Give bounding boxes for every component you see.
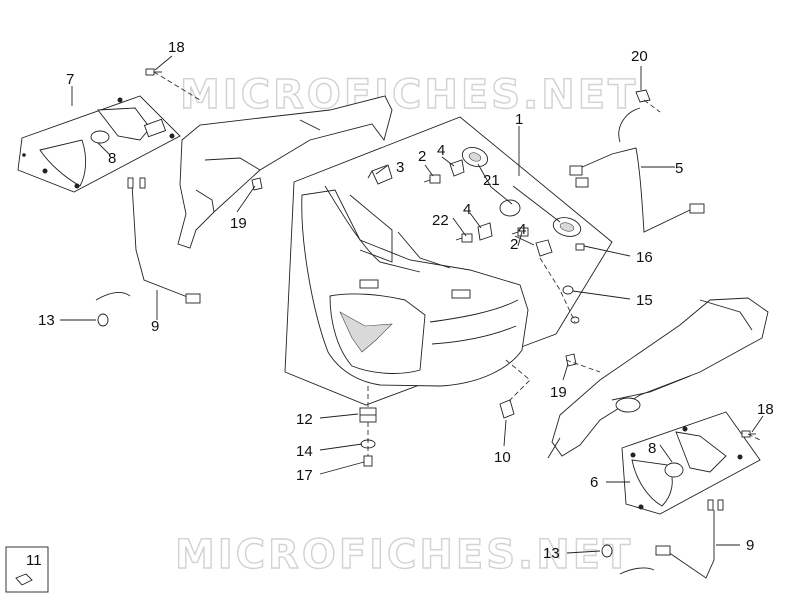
washer-unlabeled xyxy=(570,316,580,324)
cable-tie-13-left xyxy=(95,292,131,327)
callout-19-left: 19 xyxy=(230,215,247,232)
callout-18-lower: 18 xyxy=(757,401,774,418)
watermark-top: MICROFICHES.NET xyxy=(180,72,638,118)
grommet-21-lower xyxy=(499,199,582,237)
left-turn-signal-assembly xyxy=(17,95,181,193)
nut-20 xyxy=(635,89,651,103)
bushing-12 xyxy=(359,407,377,423)
callout-18-upper: 18 xyxy=(168,39,185,56)
screw-2-upper xyxy=(423,174,441,184)
callout-20: 20 xyxy=(631,48,648,65)
callout-5: 5 xyxy=(675,160,683,177)
clip-10 xyxy=(499,399,515,419)
callout-4-upper: 4 xyxy=(437,142,445,159)
callout-16: 16 xyxy=(636,249,653,266)
callout-14: 14 xyxy=(296,443,313,460)
callout-10: 10 xyxy=(494,449,511,466)
grommet-21-upper xyxy=(461,146,489,168)
watermark-bottom: MICROFICHES.NET xyxy=(175,532,633,578)
callout-11: 11 xyxy=(26,552,42,569)
callout-4-lower: 4 xyxy=(518,221,526,238)
callout-4-middle: 4 xyxy=(463,201,471,218)
callout-8-right: 8 xyxy=(648,440,656,457)
cable-9-right xyxy=(655,499,724,579)
screw-16 xyxy=(575,243,585,251)
callout-labels: 18 7 8 1 3 2 4 21 5 20 19 22 4 4 2 16 15… xyxy=(26,39,774,569)
callout-8-left: 8 xyxy=(108,150,116,167)
callout-19-right: 19 xyxy=(550,384,567,401)
right-turn-signal-assembly xyxy=(621,411,761,515)
callout-7: 7 xyxy=(66,71,74,88)
callout-9-right: 9 xyxy=(746,537,754,554)
callout-9-left: 9 xyxy=(151,318,159,335)
callout-15: 15 xyxy=(636,292,653,309)
callout-12: 12 xyxy=(296,411,313,428)
left-fairing-bracket xyxy=(177,95,393,249)
leader-lines xyxy=(60,55,764,554)
cable-9-left xyxy=(127,177,201,304)
right-fairing-bracket xyxy=(547,297,769,459)
cable-tie-13-right xyxy=(601,544,655,575)
screw-18-lower xyxy=(741,430,756,438)
assembly-dash-lines xyxy=(153,71,761,456)
headlight-assembly xyxy=(284,116,613,406)
inset-box-11 xyxy=(5,546,49,593)
clip-4-middle xyxy=(477,222,493,241)
callout-13-left: 13 xyxy=(38,312,55,329)
callout-6: 6 xyxy=(590,474,598,491)
screw-22 xyxy=(455,233,473,243)
callout-2-lower: 2 xyxy=(510,236,518,253)
callout-21: 21 xyxy=(483,172,500,189)
callout-22: 22 xyxy=(432,212,449,229)
wiring-harness-5 xyxy=(569,147,705,233)
clip-4-upper xyxy=(449,159,465,177)
callout-13-right: 13 xyxy=(543,545,560,562)
callout-1: 1 xyxy=(515,111,523,128)
clip-4-lower xyxy=(535,239,553,257)
screw-2-lower xyxy=(511,227,529,237)
bracket-curve-20 xyxy=(618,107,641,143)
callout-2-upper: 2 xyxy=(418,148,426,165)
screw-17 xyxy=(363,455,373,467)
washer-15 xyxy=(562,285,574,295)
callout-3: 3 xyxy=(396,159,404,176)
bulb-socket-3 xyxy=(367,164,393,185)
callout-17: 17 xyxy=(296,467,313,484)
